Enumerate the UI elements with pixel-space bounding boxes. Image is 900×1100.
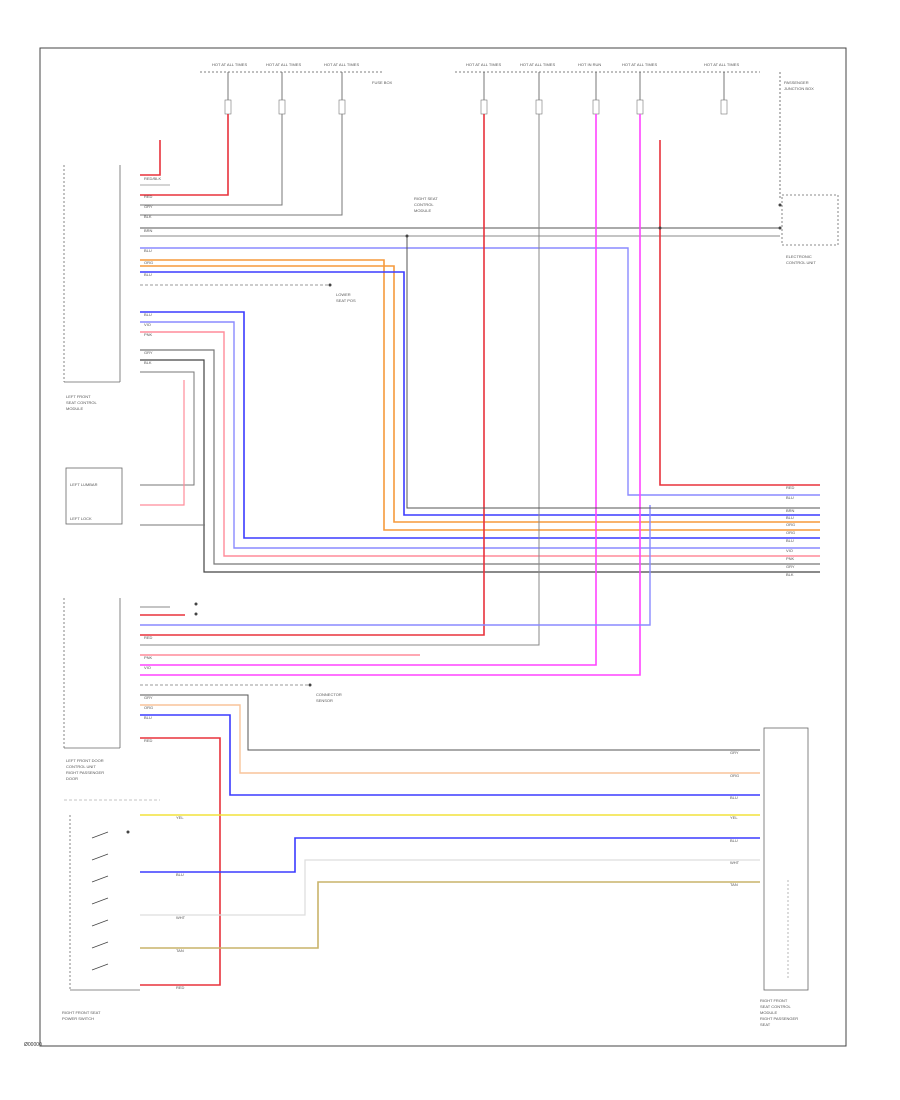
- svg-text:PNK: PNK: [144, 332, 153, 337]
- footer-code: Ø00000: [24, 1042, 42, 1048]
- svg-text:BLU: BLU: [144, 715, 152, 720]
- svg-text:GRY: GRY: [144, 350, 153, 355]
- svg-text:WHT: WHT: [730, 860, 740, 865]
- svg-text:BLK: BLK: [786, 572, 794, 577]
- electronic-control-unit: ELECTRONIC CONTROL UNIT: [781, 194, 839, 265]
- svg-text:MODULE: MODULE: [414, 208, 431, 213]
- svg-text:HOT AT ALL TIMES: HOT AT ALL TIMES: [466, 62, 501, 67]
- svg-text:PNK: PNK: [144, 655, 153, 660]
- svg-text:BLU: BLU: [730, 795, 738, 800]
- svg-text:BLU: BLU: [786, 515, 794, 520]
- svg-text:BLU: BLU: [176, 872, 184, 877]
- right-front-seat-switch: RIGHT FRONT SEAT POWER SWITCH: [62, 815, 140, 1021]
- svg-text:RED: RED: [786, 485, 795, 490]
- splice-dots: [126, 203, 782, 834]
- svg-text:HOT AT ALL TIMES: HOT AT ALL TIMES: [520, 62, 555, 67]
- svg-text:BRN: BRN: [786, 508, 795, 513]
- svg-text:FUSE BOX: FUSE BOX: [372, 80, 393, 85]
- wires-switch: [140, 814, 760, 949]
- svg-text:PASSENGER: PASSENGER: [784, 80, 809, 85]
- svg-text:RED: RED: [144, 738, 153, 743]
- svg-text:VIO: VIO: [144, 665, 151, 670]
- svg-text:RIGHT SEAT: RIGHT SEAT: [414, 196, 438, 201]
- top-fuse-row: [200, 71, 781, 200]
- svg-text:LEFT FRONT: LEFT FRONT: [66, 394, 91, 399]
- svg-text:YEL: YEL: [176, 815, 184, 820]
- svg-text:ORG: ORG: [786, 522, 795, 527]
- wires-top: [140, 114, 820, 573]
- svg-text:CONTROL: CONTROL: [414, 202, 434, 207]
- svg-text:RED/BLK: RED/BLK: [144, 176, 161, 181]
- svg-text:LEFT LOCK: LEFT LOCK: [70, 516, 92, 521]
- svg-text:RIGHT PASSENGER: RIGHT PASSENGER: [66, 770, 104, 775]
- wires-right-columns: [140, 114, 820, 676]
- svg-text:SEAT POS: SEAT POS: [336, 298, 356, 303]
- svg-text:BRN: BRN: [144, 228, 153, 233]
- svg-text:GRY: GRY: [144, 695, 153, 700]
- svg-text:DOOR: DOOR: [66, 776, 78, 781]
- svg-text:HOT IN RUN: HOT IN RUN: [578, 62, 601, 67]
- svg-text:LOWER: LOWER: [336, 292, 351, 297]
- svg-text:SEAT: SEAT: [760, 1022, 771, 1027]
- svg-text:BLU: BLU: [144, 312, 152, 317]
- svg-text:LEFT LUMBAR: LEFT LUMBAR: [70, 482, 98, 487]
- svg-text:ORG: ORG: [144, 260, 153, 265]
- fuse-labels: HOT AT ALL TIMES HOT AT ALL TIMES HOT AT…: [212, 62, 814, 91]
- right-front-seat-module: RIGHT FRONT SEAT CONTROL MODULE RIGHT PA…: [760, 727, 809, 1027]
- svg-text:HOT AT ALL TIMES: HOT AT ALL TIMES: [704, 62, 739, 67]
- svg-text:BLU: BLU: [144, 272, 152, 277]
- svg-text:CONTROL UNIT: CONTROL UNIT: [66, 764, 96, 769]
- svg-text:GRY: GRY: [730, 750, 739, 755]
- svg-text:GRY: GRY: [144, 204, 153, 209]
- svg-text:HOT AT ALL TIMES: HOT AT ALL TIMES: [622, 62, 657, 67]
- svg-text:BLU: BLU: [786, 495, 794, 500]
- left-lumbar-switch: LEFT LUMBAR LEFT LOCK: [65, 467, 123, 525]
- svg-text:PNK: PNK: [786, 556, 795, 561]
- svg-text:SEAT CONTROL: SEAT CONTROL: [66, 400, 98, 405]
- svg-text:HOT AT ALL TIMES: HOT AT ALL TIMES: [324, 62, 359, 67]
- svg-text:RIGHT PASSENGER: RIGHT PASSENGER: [760, 1016, 798, 1021]
- svg-text:SENSOR: SENSOR: [316, 698, 333, 703]
- svg-text:TAN: TAN: [176, 948, 184, 953]
- svg-text:BLU: BLU: [144, 248, 152, 253]
- svg-text:ORG: ORG: [730, 773, 739, 778]
- svg-text:VIO: VIO: [144, 322, 151, 327]
- svg-text:MODULE: MODULE: [760, 1010, 777, 1015]
- svg-text:HOT AT ALL TIMES: HOT AT ALL TIMES: [212, 62, 247, 67]
- svg-text:RIGHT FRONT: RIGHT FRONT: [760, 998, 788, 1003]
- svg-text:VIO: VIO: [786, 548, 793, 553]
- svg-text:WHT: WHT: [176, 915, 186, 920]
- wire-code-labels: RED/BLK RED GRY BLK BRN BLU ORG BLU BLU …: [144, 176, 795, 990]
- svg-text:HOT AT ALL TIMES: HOT AT ALL TIMES: [266, 62, 301, 67]
- svg-text:POWER SWITCH: POWER SWITCH: [62, 1016, 94, 1021]
- svg-text:RED: RED: [176, 985, 185, 990]
- svg-text:YEL: YEL: [730, 815, 738, 820]
- diagram-border: [39, 47, 847, 1047]
- svg-text:ORG: ORG: [144, 705, 153, 710]
- svg-text:RED: RED: [144, 635, 153, 640]
- svg-text:GRY: GRY: [786, 564, 795, 569]
- svg-text:CONTROL UNIT: CONTROL UNIT: [786, 260, 816, 265]
- svg-text:LEFT FRONT DOOR: LEFT FRONT DOOR: [66, 758, 104, 763]
- svg-text:JUNCTION BOX: JUNCTION BOX: [784, 86, 814, 91]
- svg-text:BLU: BLU: [730, 838, 738, 843]
- svg-text:RED: RED: [144, 194, 153, 199]
- svg-text:ELECTRONIC: ELECTRONIC: [786, 254, 812, 259]
- left-front-door-module: LEFT FRONT DOOR CONTROL UNIT RIGHT PASSE…: [63, 598, 121, 781]
- svg-text:ORG: ORG: [786, 530, 795, 535]
- svg-text:RIGHT FRONT SEAT: RIGHT FRONT SEAT: [62, 1010, 101, 1015]
- svg-text:BLU: BLU: [786, 538, 794, 543]
- svg-text:BLK: BLK: [144, 214, 152, 219]
- svg-text:TAN: TAN: [730, 882, 738, 887]
- left-front-seat-module: LEFT FRONT SEAT CONTROL MODULE: [63, 165, 121, 411]
- wires-door-module: [140, 606, 760, 986]
- fuse-symbols: [224, 99, 728, 115]
- svg-text:BLK: BLK: [144, 360, 152, 365]
- svg-text:CONNECTOR: CONNECTOR: [316, 692, 342, 697]
- svg-text:SEAT CONTROL: SEAT CONTROL: [760, 1004, 792, 1009]
- svg-text:MODULE: MODULE: [66, 406, 83, 411]
